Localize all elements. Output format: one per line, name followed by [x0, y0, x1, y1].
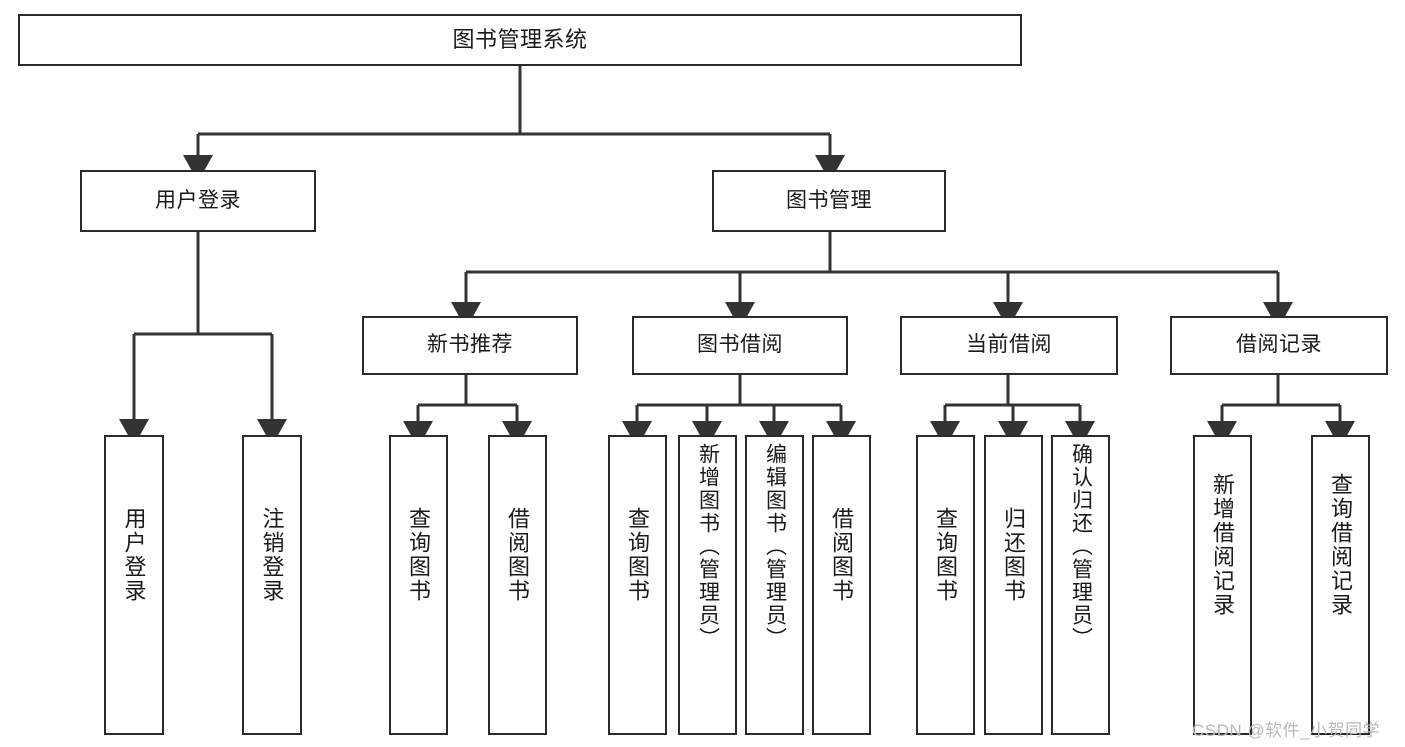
node-label: 借阅图书: [829, 507, 855, 603]
leaf-current-borrow-return-book[interactable]: 归还图书: [984, 435, 1043, 735]
node-label: 用户登录: [155, 188, 241, 212]
node-label: 编辑图书（管理员）: [763, 443, 787, 650]
node-book-management[interactable]: 图书管理: [712, 170, 946, 232]
node-label: 用户登录: [121, 507, 147, 603]
node-label: 图书管理系统: [452, 26, 588, 52]
leaf-book-borrow-add-book-admin[interactable]: 新增图书（管理员）: [678, 435, 737, 735]
node-label: 查询图书: [625, 507, 651, 603]
leaf-borrow-record-add-record[interactable]: 新增借阅记录: [1193, 435, 1252, 735]
leaf-borrow-record-query-record[interactable]: 查询借阅记录: [1311, 435, 1370, 735]
node-label: 图书借阅: [697, 333, 783, 357]
leaf-current-borrow-query-book[interactable]: 查询图书: [916, 435, 975, 735]
node-new-book-recommend[interactable]: 新书推荐: [362, 316, 578, 375]
node-label: 新增借阅记录: [1210, 473, 1236, 617]
node-book-management-system[interactable]: 图书管理系统: [18, 14, 1022, 66]
node-label: 当前借阅: [966, 333, 1052, 357]
node-label: 查询图书: [933, 507, 959, 603]
node-user-login[interactable]: 用户登录: [80, 170, 316, 232]
node-label: 查询借阅记录: [1328, 473, 1354, 617]
node-label: 归还图书: [1001, 507, 1027, 603]
leaf-current-borrow-confirm-return-admin[interactable]: 确认归还（管理员）: [1051, 435, 1110, 735]
node-label: 注销登录: [259, 507, 285, 603]
node-label: 图书管理: [786, 188, 872, 212]
node-label: 新书推荐: [427, 333, 513, 357]
leaf-book-borrow-query-book[interactable]: 查询图书: [608, 435, 667, 735]
node-label: 新增图书（管理员）: [696, 443, 720, 650]
node-label: 借阅记录: [1236, 333, 1322, 357]
node-current-borrow[interactable]: 当前借阅: [900, 316, 1118, 375]
node-book-borrow[interactable]: 图书借阅: [632, 316, 848, 375]
node-label: 借阅图书: [505, 507, 531, 603]
node-label: 查询图书: [406, 507, 432, 603]
leaf-new-book-borrow-book[interactable]: 借阅图书: [488, 435, 547, 735]
leaf-user-login-logout[interactable]: 注销登录: [242, 435, 302, 735]
leaf-book-borrow-edit-book-admin[interactable]: 编辑图书（管理员）: [745, 435, 804, 735]
node-borrow-record[interactable]: 借阅记录: [1170, 316, 1388, 375]
leaf-new-book-query-book[interactable]: 查询图书: [389, 435, 448, 735]
csdn-watermark: CSDN @软件_小贺同学: [1192, 721, 1381, 740]
node-label: 确认归还（管理员）: [1069, 443, 1093, 650]
leaf-book-borrow-borrow-book[interactable]: 借阅图书: [812, 435, 871, 735]
leaf-user-login-login[interactable]: 用户登录: [104, 435, 164, 735]
